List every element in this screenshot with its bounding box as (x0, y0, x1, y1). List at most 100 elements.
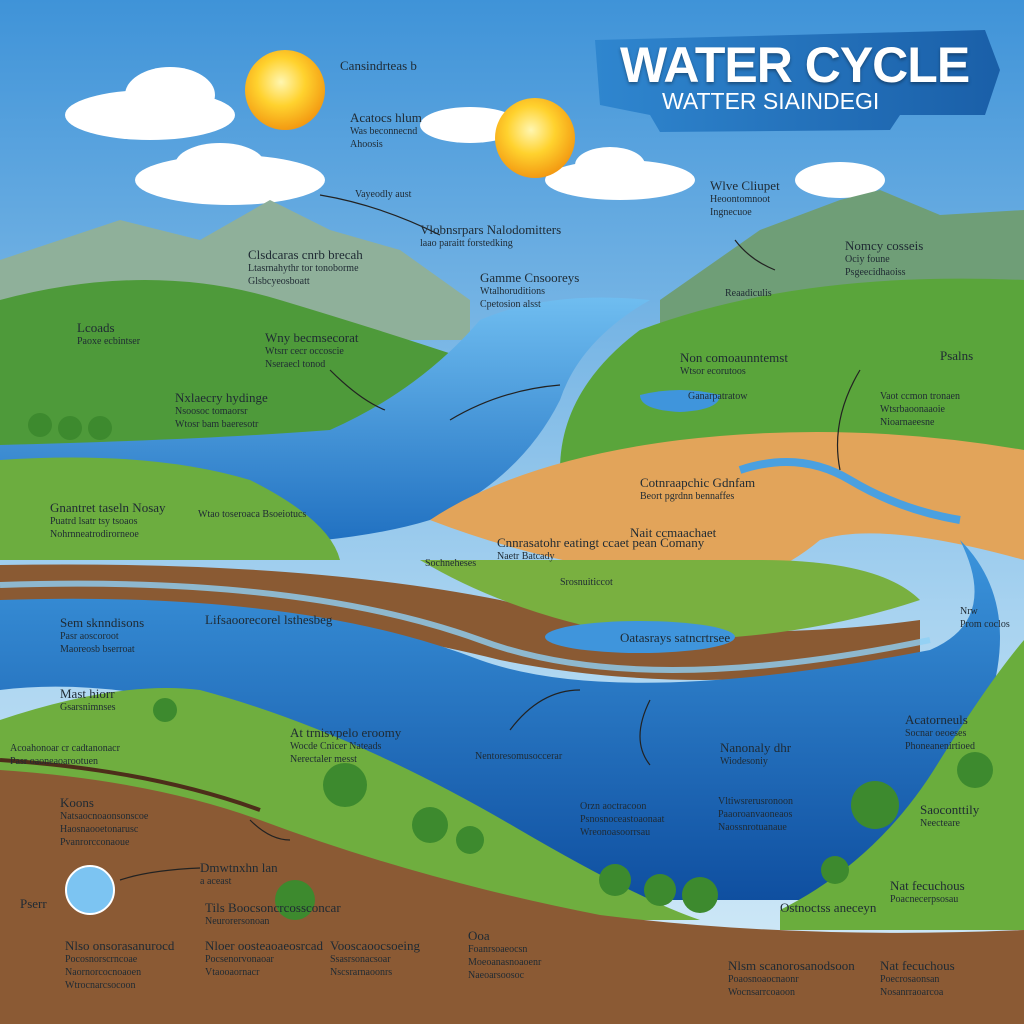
callout-line: Orzn aoctracoon (580, 801, 647, 812)
callout-line: Naeoarsoosoc (468, 970, 525, 981)
callout-heading: Oatasrays satncrtrsee (620, 630, 731, 645)
callout-line: Paoxe ecbintser (77, 336, 141, 347)
callout-line: Ahoosis (350, 139, 383, 150)
callout-line: Natsaocnoaonsonscoe (60, 811, 149, 822)
callout-label: Nait ccmaachaet (630, 525, 716, 540)
callout-line: Socnar oeoeses (905, 728, 967, 739)
water-drop-icon (65, 865, 115, 915)
callout-heading: Saoconttily (920, 802, 980, 817)
callout-line: Wtao toseroaca Bsoeiotucs (198, 509, 307, 520)
page-title: WATER CYCLE (620, 37, 970, 93)
callout-heading: Non comoaunntemst (680, 350, 788, 365)
callout-line: Haosnaooetonarusc (60, 824, 139, 835)
callout-heading: Gnantret taseln Nosay (50, 500, 166, 515)
callout-line: Nscsrarnaoonrs (330, 967, 393, 978)
callout-line: Wtsrbaoonaaoie (880, 404, 945, 415)
callout-heading: At trnisvpelo eroomy (290, 725, 402, 740)
callout-line: Nosanrraoarcoa (880, 987, 944, 998)
callout-line: Poecrosaonsan (880, 974, 940, 985)
callout-line: Naossnrotuanaue (718, 822, 787, 833)
callout-line: Poaosnoaocnaonr (728, 974, 799, 985)
callout-line: Was beconnecnd (350, 126, 418, 137)
callout-heading: Dmwtnxhn lan (200, 860, 278, 875)
callout-line: Wtalhoruditions (480, 286, 545, 297)
callout-line: Beort pgrdnn bennaffes (640, 491, 735, 502)
callout-heading: Lcoads (77, 320, 115, 335)
callout-line: Puatrd lsatr tsy tsoaos (50, 516, 138, 527)
callout-heading: Pserr (20, 896, 47, 911)
callout-label: Wtao toseroaca Bsoeiotucs (198, 508, 306, 521)
callout-line: Moeoanasnoaoenr (468, 957, 542, 968)
callout-line: Acoahonoar cr cadtanonacr (10, 743, 120, 754)
callout-label: Oatasrays satncrtrsee (620, 630, 730, 645)
callout-heading: Cnnrasatohr eatingt ccaet pean Comany (497, 535, 705, 550)
page-subtitle: WATTER SIAINDEGI (662, 88, 880, 114)
callout-heading: Vlobnsrpars Nalodomitters (420, 222, 562, 237)
sun-icon (495, 98, 575, 178)
callout-label: Reaadiculis (725, 287, 772, 300)
callout-line: Wtrocnarcsocoon (65, 980, 136, 991)
callout-line: Nrw (960, 606, 978, 617)
callout-line: Wocde Cnicer Nateads (290, 741, 382, 752)
callout-line: laao paraitt forstedking (420, 238, 513, 249)
callout-line: Nerectaler messt (290, 754, 357, 765)
callout-label: Cansindrteas b (340, 58, 417, 73)
callout-line: Nseraecl tonod (265, 359, 326, 370)
callout-line: Pocosnorscrncoae (65, 954, 138, 965)
callout-heading: Nomcy cosseis (845, 238, 924, 253)
callout-label: Srosnuiticcot (560, 576, 613, 589)
callout-heading: Nlsm scanorosanodsoon (728, 958, 855, 973)
callout-line: Phoneanenirtioed (905, 741, 975, 752)
callout-line: Heoontomnoot (710, 194, 770, 205)
callout-line: Wtsrr cecr occoscie (265, 346, 344, 357)
callout-line: Wtosr bam baeresotr (175, 419, 259, 430)
callout-label: Nentoresomusoccerar (475, 750, 562, 763)
callout-line: Vtaooaornacr (205, 967, 260, 978)
callout-heading: Nxlaecry hydinge (175, 390, 268, 405)
plateau (430, 432, 1024, 582)
callout-heading: Wlve Cliupet (710, 178, 780, 193)
callout-line: Naornorcocnoaoen (65, 967, 142, 978)
callout-line: Ociy foune (845, 254, 890, 265)
callout-line: Srosnuiticcot (560, 577, 613, 588)
callout-heading: Lifsaoorecorel lsthesbeg (205, 612, 333, 627)
callout-label: Vayeodly aust (355, 188, 411, 201)
underground-soil (0, 770, 1024, 1024)
callout-line: Wtsor ecorutoos (680, 366, 746, 377)
callout-line: Nohrnneatrodirorneoe (50, 529, 139, 540)
pond (640, 390, 720, 412)
callout-line: Ltasrnahythr tor tonoborme (248, 263, 359, 274)
callout-line: Ssasrsonacsoar (330, 954, 391, 965)
sun-icon (245, 50, 325, 130)
callout-heading: Vooscaoocsoeing (330, 938, 421, 953)
callout-heading: Sem sknndisons (60, 615, 145, 630)
soil-layer (0, 564, 920, 680)
callout-line: Pasr oaoneaoarootuen (10, 756, 99, 767)
callout-heading: Koons (60, 795, 94, 810)
callout-line: Psgeecidhaoiss (845, 267, 906, 278)
stream (738, 458, 961, 524)
callout-label: Lifsaoorecorel lsthesbeg (205, 612, 332, 627)
